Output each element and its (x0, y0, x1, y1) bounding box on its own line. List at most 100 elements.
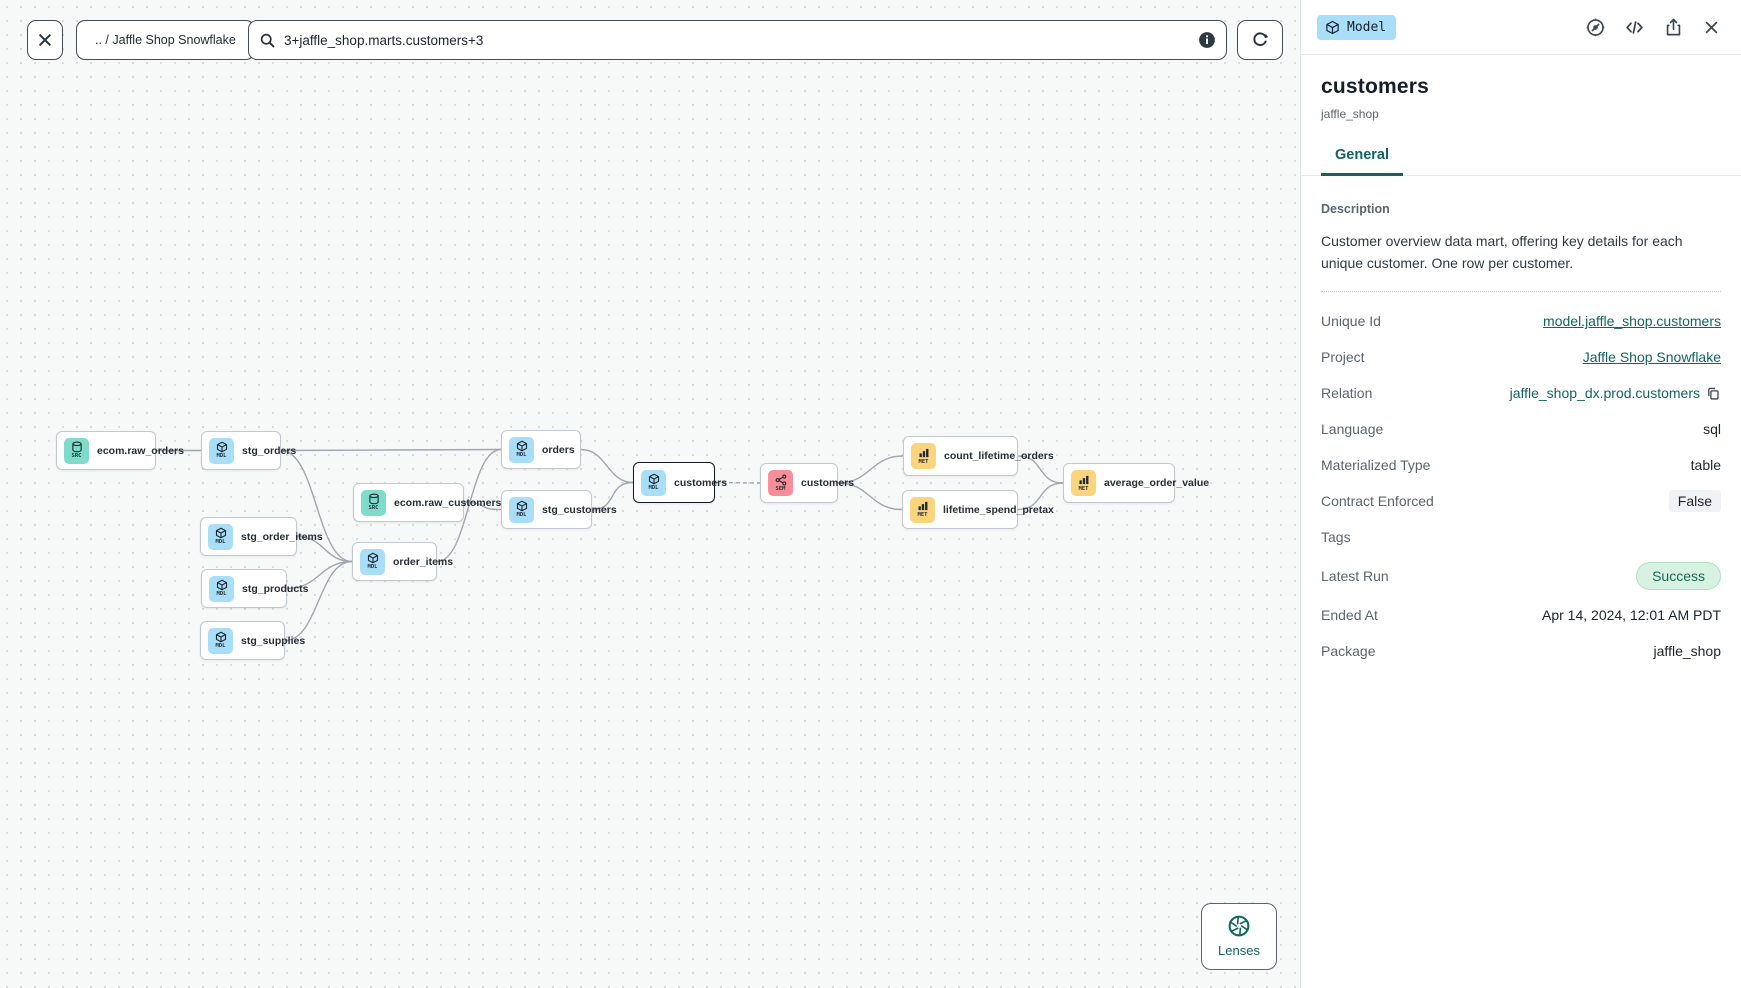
model-icon: MDL (209, 437, 234, 464)
semantic-icon: SEM (768, 470, 793, 496)
graph-node-stg_products[interactable]: MDL stg_products (201, 569, 309, 608)
model-badge-label: Model (1347, 19, 1387, 35)
metric-icon: MET (911, 443, 936, 469)
panel-title-block: customers jaffle_shop (1301, 55, 1741, 121)
graph-node-order_items[interactable]: MDL order_items (352, 542, 453, 581)
field-link-project[interactable]: Jaffle Shop Snowflake (1582, 349, 1721, 366)
explore-button[interactable] (1583, 15, 1608, 40)
field-row-materialized-type: Materialized Type table (1321, 454, 1721, 476)
node-label: stg_orders (242, 444, 297, 457)
panel-header: Model (1301, 0, 1741, 55)
lenses-label: Lenses (1218, 943, 1260, 958)
field-row-relation: Relation jaffle_shop_dx.prod.customers (1321, 382, 1721, 404)
model-icon: MDL (208, 627, 233, 654)
info-icon[interactable] (1198, 31, 1216, 49)
lenses-button[interactable]: Lenses (1201, 903, 1277, 970)
close-icon (1703, 19, 1720, 36)
node-label: average_order_value (1104, 477, 1210, 489)
node-label: customers (801, 477, 855, 489)
breadcrumb[interactable]: .. / Jaffle Shop Snowflake (76, 20, 255, 60)
share-button[interactable] (1661, 15, 1686, 40)
model-icon: MDL (641, 469, 666, 496)
graph-node-customers_sem[interactable]: SEM customers (760, 463, 854, 503)
graph-node-stg_orders[interactable]: MDL stg_orders (201, 431, 296, 470)
graph-node-count_lifetime_orders[interactable]: MET count_lifetime_orders (903, 436, 1054, 476)
graph-node-stg_customers[interactable]: MDL stg_customers (501, 490, 617, 529)
metric-icon: MET (910, 496, 935, 523)
model-icon: MDL (509, 436, 534, 463)
node-label: ecom.raw_orders (97, 444, 184, 457)
field-value-relation: jaffle_shop_dx.prod.customers (1509, 385, 1700, 402)
model-icon: MDL (360, 548, 385, 575)
node-label: stg_customers (542, 503, 617, 516)
description-label: Description (1321, 202, 1390, 216)
copy-icon[interactable] (1706, 386, 1721, 401)
dotted-divider (1321, 291, 1721, 293)
search-icon (259, 32, 276, 49)
close-panel-button[interactable] (1700, 16, 1723, 39)
field-label-language: Language (1321, 421, 1384, 438)
graph-node-stg_order_items[interactable]: MDL stg_order_items (200, 517, 323, 556)
source-icon: SRC (64, 437, 89, 464)
node-label: stg_order_items (241, 530, 323, 543)
model-cube-icon (1325, 20, 1340, 35)
graph-node-customers[interactable]: MDL customers (633, 462, 727, 503)
code-icon (1625, 18, 1644, 37)
field-row-language: Language sql (1321, 418, 1721, 440)
edge-layer (155, 448, 1064, 642)
field-value-materialized-type: table (1690, 457, 1721, 474)
model-icon: MDL (509, 496, 534, 523)
graph-node-lifetime_spend_pretax[interactable]: MET lifetime_spend_pretax (902, 490, 1054, 529)
field-row-tags: Tags (1321, 526, 1721, 548)
details-panel: Model (1300, 0, 1741, 988)
package-subtitle: jaffle_shop (1321, 107, 1379, 121)
lineage-search[interactable] (248, 20, 1227, 60)
panel-body: Description Customer overview data mart,… (1301, 176, 1741, 702)
lenses-aperture-icon (1228, 915, 1250, 937)
node-label: stg_products (242, 582, 309, 595)
field-label-project: Project (1321, 349, 1365, 366)
description-text: Customer overview data mart, offering ke… (1321, 233, 1683, 272)
field-label-relation: Relation (1321, 385, 1373, 402)
field-value-language: sql (1703, 421, 1721, 438)
field-label-package: Package (1321, 643, 1376, 660)
refresh-button[interactable] (1237, 20, 1283, 60)
graph-node-raw_orders[interactable]: SRC ecom.raw_orders (56, 431, 184, 470)
model-icon: MDL (208, 523, 233, 550)
field-row-project: Project Jaffle Shop Snowflake (1321, 346, 1721, 368)
close-lineage-button[interactable] (27, 20, 63, 60)
search-input[interactable] (284, 32, 1190, 48)
tab-general[interactable]: General (1321, 147, 1403, 176)
panel-tabs: General (1301, 147, 1741, 176)
model-type-badge: Model (1317, 14, 1397, 40)
field-link-unique-id[interactable]: model.jaffle_shop.customers (1543, 313, 1721, 330)
refresh-icon (1251, 31, 1269, 49)
field-label-tags: Tags (1321, 529, 1351, 546)
breadcrumb-label: .. / Jaffle Shop Snowflake (95, 33, 236, 47)
code-button[interactable] (1622, 15, 1647, 40)
status-badge: Success (1636, 562, 1721, 591)
field-label-materialized-type: Materialized Type (1321, 457, 1431, 474)
node-label: count_lifetime_orders (944, 450, 1054, 462)
field-label-latest-run: Latest Run (1321, 568, 1389, 585)
share-export-icon (1664, 18, 1683, 37)
node-label: order_items (393, 555, 454, 568)
source-icon: SRC (361, 489, 386, 516)
graph-node-orders[interactable]: MDL orders (501, 430, 581, 469)
node-label: orders (542, 443, 575, 456)
node-label: lifetime_spend_pretax (943, 503, 1054, 516)
field-label-contract-enforced: Contract Enforced (1321, 493, 1434, 510)
node-label: customers (674, 476, 728, 489)
model-icon: MDL (209, 575, 234, 602)
field-label-ended-at: Ended At (1321, 607, 1378, 624)
